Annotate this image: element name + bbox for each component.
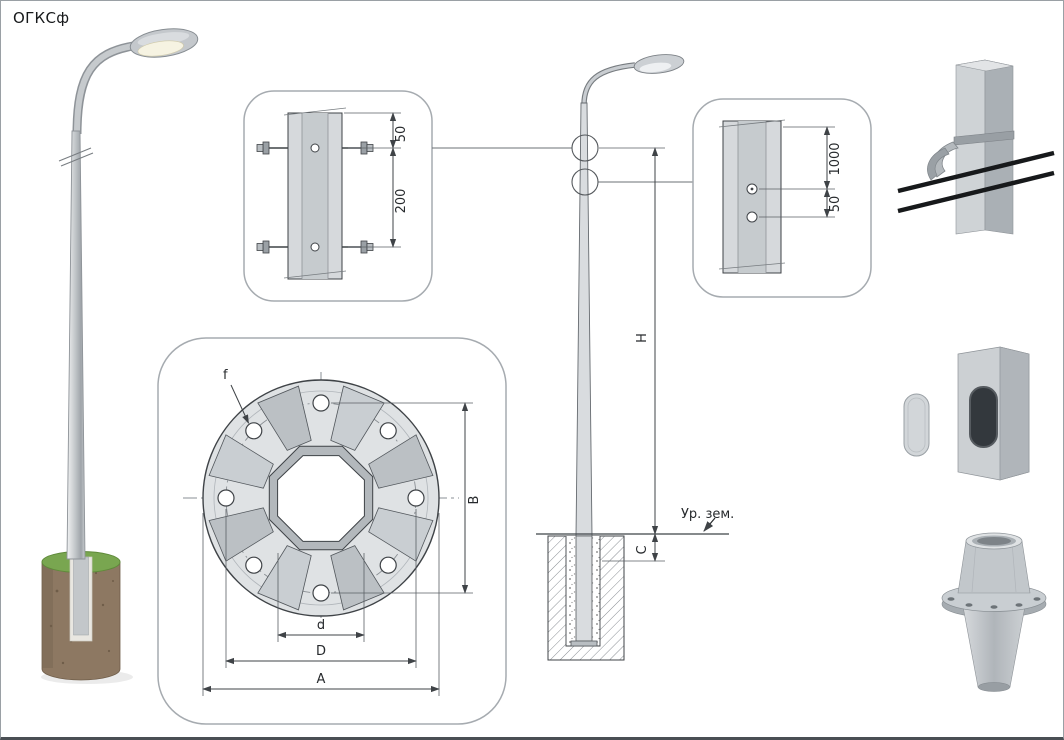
break-line-bottom — [718, 262, 786, 270]
base-bolt-holes — [947, 597, 1041, 609]
luminaire — [129, 28, 199, 58]
cable-hook-rear — [927, 147, 950, 181]
dim-label-50-side: 50 — [828, 196, 843, 213]
bolt-hole — [310, 143, 320, 153]
dim-label-H: H — [635, 333, 650, 343]
pole-octagon-hole — [277, 455, 365, 542]
detail-side-holes: 1000 50 — [692, 98, 872, 298]
bolt-hole — [310, 242, 320, 252]
bolt-left-lower — [256, 240, 288, 254]
dim-label-d: d — [317, 618, 325, 633]
dim-label-f: f — [223, 368, 228, 383]
ground-level-label: Ур. зем. — [681, 507, 734, 522]
render-cable-hooks — [897, 59, 1055, 235]
lamp-arm — [74, 43, 134, 135]
base-skirt — [961, 600, 1027, 688]
dim-label-D: D — [316, 644, 326, 659]
pole-base-plate — [570, 640, 598, 647]
flange-bolt-holes — [217, 394, 425, 602]
elevation-pole — [575, 102, 593, 537]
foundation-shading — [42, 562, 53, 668]
door-cover — [903, 393, 930, 457]
pole-break-mark — [58, 147, 94, 167]
wiring-hole-lower — [746, 211, 758, 223]
break-line-bottom — [283, 270, 347, 279]
pole-facet-panel — [302, 113, 328, 279]
ground-level-arrow — [703, 517, 716, 532]
render-flange-base — [941, 532, 1047, 692]
pole-embedded-part — [73, 556, 89, 636]
f-leader — [230, 384, 249, 424]
break-line-top — [718, 119, 786, 128]
dim-label-B: B — [467, 496, 482, 505]
pole-shaft — [66, 130, 86, 560]
dim-label-200: 200 — [394, 189, 409, 214]
door-opening — [969, 386, 998, 448]
detail-box-right — [692, 98, 872, 298]
detail-flange-plan: f B d D A — [157, 337, 507, 725]
dim-label-1000: 1000 — [828, 142, 843, 175]
dim-label-C: C — [635, 545, 650, 554]
cable-upper — [897, 150, 1055, 194]
callout-circle-upper — [571, 134, 599, 162]
pole-facet-panel — [738, 121, 766, 273]
detail-callouts — [432, 147, 693, 183]
drawing-title: ОГКСф — [13, 9, 70, 27]
bolt-left-upper — [256, 141, 288, 155]
elevation-luminaire — [633, 54, 685, 74]
clamp-band — [953, 130, 1015, 146]
render-pole-left — [41, 28, 199, 684]
cable-lower — [897, 170, 1055, 214]
dim-label-A: A — [317, 672, 326, 687]
detail-top-joint: 50 200 — [243, 90, 433, 302]
render-access-door — [903, 346, 1030, 481]
pole-embedded — [575, 535, 593, 642]
elevation-view: H C Ур. зем. — [536, 54, 734, 661]
elevation-arm — [582, 63, 636, 106]
callout-circle-lower — [571, 168, 599, 196]
break-line-top — [283, 107, 347, 116]
gussets — [208, 385, 434, 611]
dim-label-50-top: 50 — [394, 126, 409, 143]
